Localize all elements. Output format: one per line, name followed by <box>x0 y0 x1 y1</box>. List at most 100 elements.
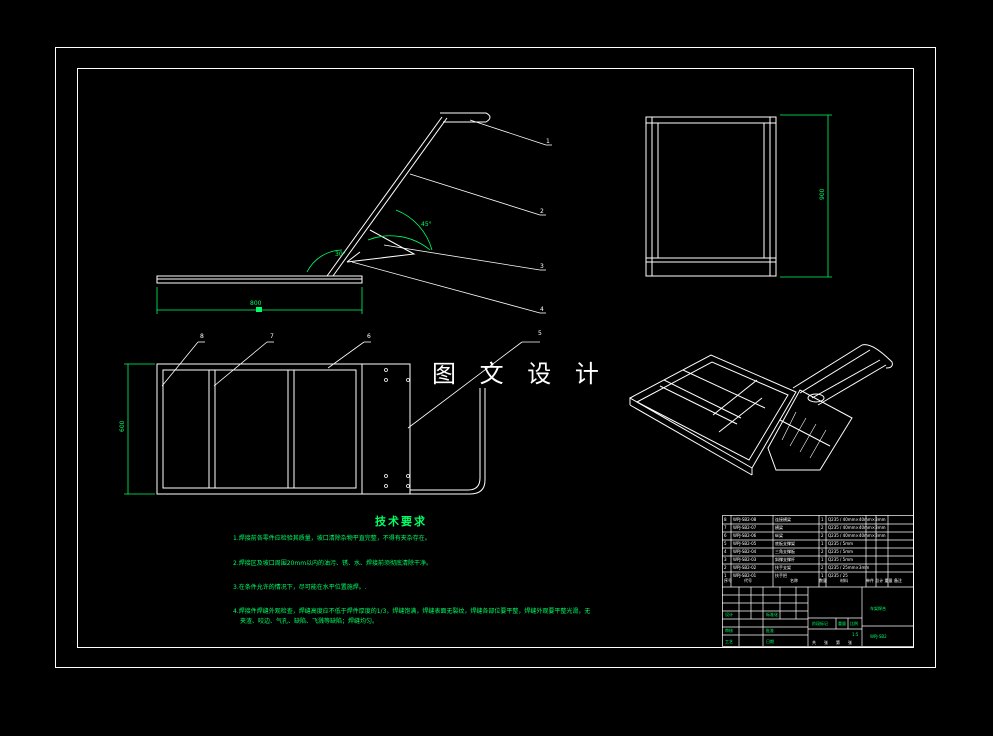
bom-cell: Q235 / 5mm <box>828 549 853 554</box>
bom-cell: 横梁 <box>775 524 783 530</box>
bom-cell: 2 <box>821 533 824 538</box>
bom-cell: WPJ-SB2-01 <box>733 573 757 578</box>
note-5: 夹渣、咬边、气孔、缺陷、飞溅等缺陷；焊缝均匀。 <box>240 618 379 625</box>
bom-cell: WPJ-SB2-07 <box>733 525 757 530</box>
plan-dimensions <box>124 363 155 495</box>
bom-cell: 1 <box>724 573 727 578</box>
bom-cell: WPJ-SB2-04 <box>733 549 757 554</box>
bom-cell: 1 <box>821 541 824 546</box>
bom-cell: Q235 / 5mm <box>828 557 853 562</box>
sheet-label-4: 张 <box>848 639 852 645</box>
bom-cell: 三角支撑板 <box>775 548 795 554</box>
drawing-number: WPJ-SB2 <box>870 634 887 639</box>
bom-header-cell: 备注 <box>894 577 902 583</box>
bom-cell: 3 <box>724 557 727 562</box>
stage-label-1: 阶段标记 <box>812 620 828 626</box>
bom-header-cell: 代号 <box>744 577 752 583</box>
bom-header-cell: 序号 <box>724 577 732 583</box>
plan-view <box>156 363 486 495</box>
scale-label: 1:5 <box>852 632 859 637</box>
bom-cell: Q235 / 5mm <box>828 541 853 546</box>
bom-cell: 斜撑支撑杆 <box>775 556 795 562</box>
sign-label-3: 工艺 <box>725 639 733 644</box>
balloon-6: 6 <box>367 333 371 340</box>
isometric-view <box>628 344 893 476</box>
dim-angle-2: 30° <box>335 251 346 258</box>
plan-leaders <box>161 341 540 429</box>
sheet-label-1: 共 <box>812 639 816 645</box>
bom-header-cell: 数量 <box>819 577 827 583</box>
bom-cell: Q235 / 40mm×40mm×3mm <box>828 525 886 530</box>
note-3: 3.在条件允许的情况下，尽可能在水平位置施焊。. <box>233 584 367 591</box>
sheet-label-3: 第 <box>836 639 840 645</box>
balloon-3: 3 <box>540 263 544 270</box>
bom-cell: 7 <box>724 525 727 530</box>
balloon-1: 1 <box>546 138 550 145</box>
sheet-label-2: 张 <box>824 639 828 645</box>
outer-border <box>55 47 936 668</box>
bom-header-cell: 名称 <box>790 577 798 583</box>
title-block <box>722 515 914 647</box>
bom-cell: 6 <box>724 533 727 538</box>
technical-requirements-title: 技术要求 <box>375 515 427 528</box>
sign-label-5: 批准 <box>766 627 774 633</box>
bom-cell: Q235 / 25mm×3mm <box>828 565 869 570</box>
dim-angle-1: 45° <box>421 221 432 228</box>
balloon-7: 7 <box>270 333 274 340</box>
bom-cell: 1 <box>821 557 824 562</box>
bom-cell: WPJ-SB2-05 <box>733 541 757 546</box>
stage-label-2: 重量 <box>838 620 846 626</box>
balloon-4: 4 <box>540 306 544 313</box>
bom-cell: 2 <box>821 565 824 570</box>
plan-bolt-holes <box>384 368 410 488</box>
bom-cell: Q235 / 40mm×40mm×3mm <box>828 533 886 538</box>
dim-mark-bottom <box>256 307 262 312</box>
bom-header-cell: 材料 <box>840 577 848 583</box>
bom-header-cell: 单件 总计 重量 <box>866 577 893 583</box>
note-4: 4.焊接件焊缝外观检查，焊缝高度应不低于焊件厚度的1/3，焊缝饱满，焊缝表面无裂… <box>233 608 591 615</box>
balloon-8: 8 <box>200 333 204 340</box>
front-leaders <box>351 119 552 314</box>
iso-hatching <box>781 411 827 459</box>
dim-height-right: 900 <box>819 188 826 200</box>
balloon-5: 5 <box>538 330 542 337</box>
bom-cell: 扶手把 <box>775 572 787 578</box>
side-view-dimensions <box>780 114 832 278</box>
title-name: 车架焊合 <box>870 605 886 611</box>
dim-height-left: 600 <box>119 420 126 432</box>
bom-cell: WPJ-SB2-02 <box>733 565 757 570</box>
bom-cell: 5 <box>724 541 727 546</box>
bom-cell: 底板支撑架 <box>775 540 795 546</box>
bom-cell: 纵梁 <box>775 532 783 538</box>
note-2: 2.焊接区及坡口周围20mm以内的油污、锈、水、焊接前须彻底清除干净。 <box>233 560 433 567</box>
inner-border <box>77 68 914 648</box>
bom-cell: 4 <box>724 549 727 554</box>
front-elevation-view <box>156 112 491 284</box>
bom-cell: 扶手支架 <box>775 564 791 570</box>
bom-cell: 1 <box>821 573 824 578</box>
front-elevation-dimensions <box>156 209 433 314</box>
sign-label-1: 设计 <box>725 611 733 617</box>
bom-cell: 8 <box>724 517 727 522</box>
bom-cell: 1 <box>821 517 824 522</box>
bom-cell: Q235 / 40mm×40mm×3mm <box>828 517 886 522</box>
bom-cell: WPJ-SB2-06 <box>733 533 757 538</box>
watermark-text: 图 文 设 计 <box>432 360 607 388</box>
stage-label-3: 比例 <box>850 620 858 626</box>
dim-length-bottom: 800 <box>250 300 262 307</box>
side-view <box>645 116 777 277</box>
sign-label-6: 日期 <box>766 638 774 644</box>
bom-cell: WPJ-SB2-08 <box>733 517 757 522</box>
balloon-2: 2 <box>540 208 544 215</box>
bom-cell: Q235 / 25 <box>828 573 848 578</box>
note-1: 1.焊接前各零件应检验其质量，坡口清除杂物平直完整，不得有夹杂存在。 <box>233 535 431 542</box>
bom-cell: WPJ-SB2-03 <box>733 557 757 562</box>
sign-label-4: 标准化 <box>766 611 778 617</box>
bom-cell: 2 <box>821 549 824 554</box>
sign-label-2: 审核 <box>725 627 733 633</box>
bom-cell: 2 <box>821 525 824 530</box>
bom-cell: 连接横梁 <box>775 516 791 522</box>
bom-cell: 2 <box>724 565 727 570</box>
